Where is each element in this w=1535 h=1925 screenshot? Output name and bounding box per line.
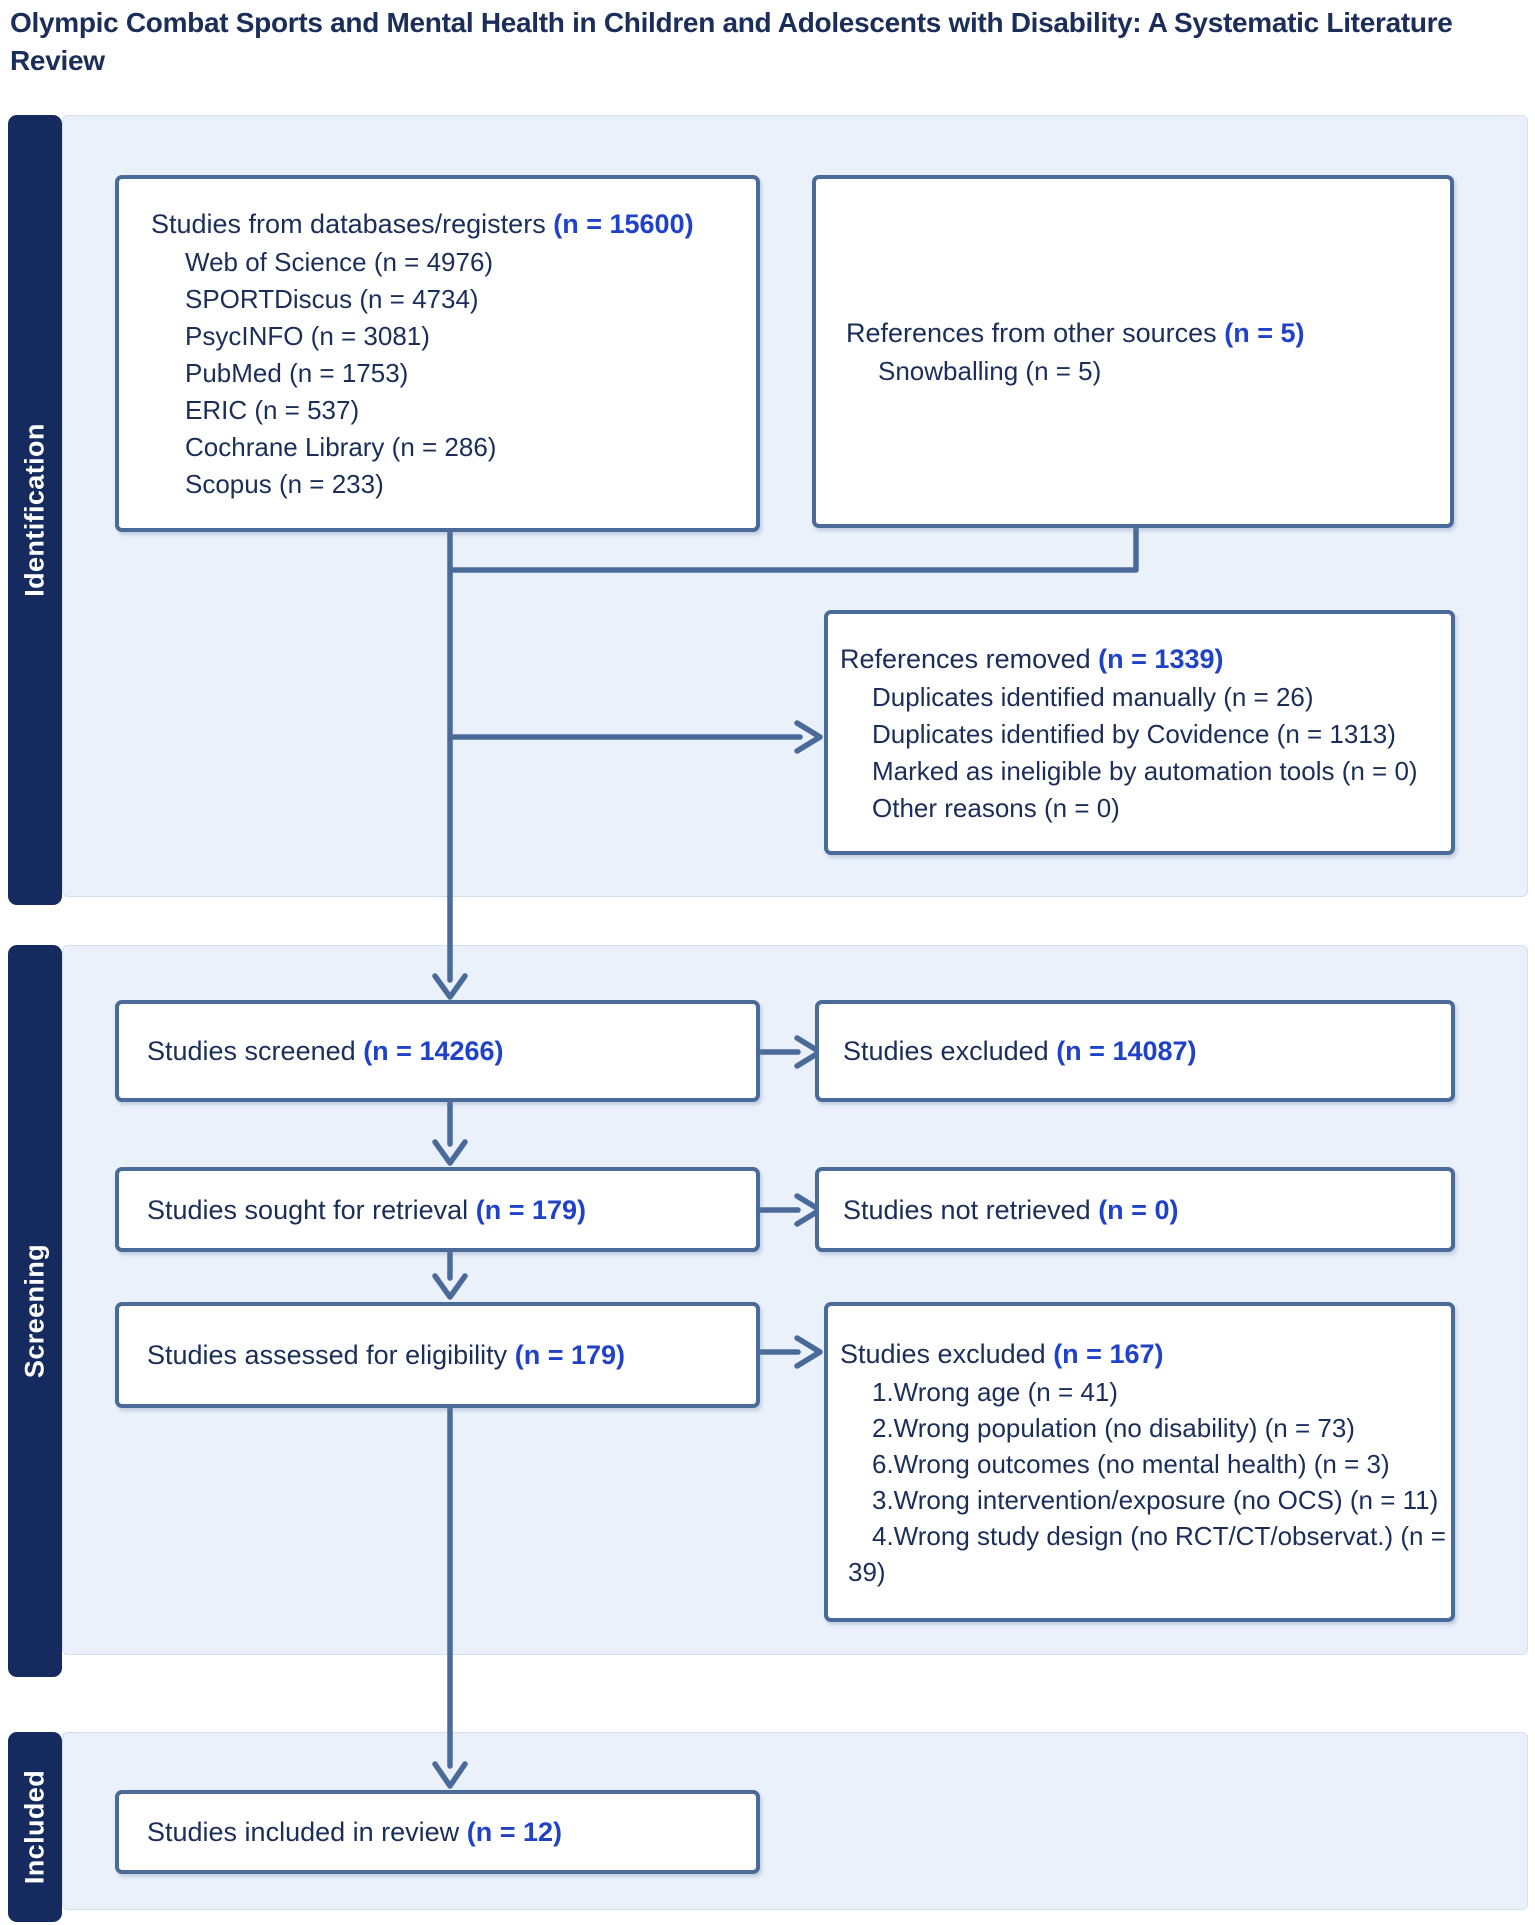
- count-badge: (n = 15600): [553, 209, 694, 239]
- count-badge: (n = 5): [1224, 318, 1305, 348]
- identification-bar: Identification: [8, 115, 62, 905]
- box-main-label: Studies included in review: [147, 1817, 460, 1847]
- box-main-label: Studies sought for retrieval: [147, 1194, 469, 1225]
- database-list: Web of Science (n = 4976) SPORTDiscus (n …: [151, 244, 756, 503]
- box-main-label: References removed: [840, 643, 1091, 674]
- box-main-line: Studies included in review(n = 12): [147, 1812, 756, 1852]
- removed-reasons-list: Duplicates identified manually (n = 26) D…: [840, 679, 1451, 827]
- box-main-line: Studies not retrieved(n = 0): [843, 1190, 1451, 1230]
- box-main-line: Studies from databases/registers(n = 156…: [151, 204, 756, 244]
- identification-label: Identification: [19, 423, 50, 597]
- box-main-line: References from other sources(n = 5): [846, 313, 1450, 353]
- list-item: Marked as ineligible by automation tools…: [872, 755, 1418, 786]
- list-item: Other reasons (n = 0): [872, 792, 1120, 823]
- included-label: Included: [19, 1769, 50, 1885]
- list-item: 1.Wrong age (n = 41): [872, 1377, 1118, 1407]
- box-main-label: Studies not retrieved: [843, 1194, 1091, 1225]
- box-studies-excluded-screening: Studies excluded(n = 14087): [815, 1000, 1455, 1102]
- list-item: 3.Wrong intervention/exposure (no OCS) (…: [872, 1485, 1439, 1515]
- box-main-label: Studies from databases/registers: [151, 209, 546, 239]
- box-main-line: Studies excluded(n = 167): [840, 1334, 1451, 1374]
- page-title: Olympic Combat Sports and Mental Health …: [10, 7, 1453, 76]
- list-item: Web of Science (n = 4976): [185, 247, 494, 277]
- box-main-label: Studies excluded: [843, 1036, 1049, 1066]
- count-badge: (n = 14087): [1056, 1036, 1197, 1066]
- list-item: 4.Wrong study design (no RCT/CT/observat…: [848, 1521, 1446, 1587]
- screening-bar: Screening: [8, 945, 62, 1677]
- count-badge: (n = 0): [1098, 1194, 1179, 1225]
- list-item: 2.Wrong population (no disability) (n = …: [872, 1413, 1355, 1443]
- list-item: Duplicates identified manually (n = 26): [872, 681, 1314, 712]
- list-item: Cochrane Library (n = 286): [185, 432, 497, 462]
- box-main-line: Studies excluded(n = 14087): [843, 1031, 1451, 1071]
- exclusion-reasons-list: 1.Wrong age (n = 41) 2.Wrong population (…: [840, 1374, 1451, 1590]
- box-studies-sought-retrieval: Studies sought for retrieval(n = 179): [115, 1167, 760, 1252]
- count-badge: (n = 167): [1053, 1339, 1164, 1369]
- box-studies-from-databases: Studies from databases/registers(n = 156…: [115, 175, 760, 532]
- box-main-line: Studies sought for retrieval(n = 179): [147, 1190, 756, 1230]
- list-item: Snowballing (n = 5): [878, 356, 1102, 386]
- box-main-label: References from other sources: [846, 318, 1217, 348]
- list-item: PsycINFO (n = 3081): [185, 321, 430, 351]
- count-badge: (n = 179): [514, 1340, 626, 1370]
- count-badge: (n = 179): [475, 1194, 587, 1225]
- box-main-line: Studies assessed for eligibility(n = 179…: [147, 1335, 756, 1375]
- box-studies-screened: Studies screened(n = 14266): [115, 1000, 760, 1102]
- box-references-other-sources: References from other sources(n = 5) Sno…: [812, 175, 1454, 528]
- list-item: Scopus (n = 233): [185, 469, 384, 499]
- box-main-line: Studies screened(n = 14266): [147, 1031, 756, 1071]
- box-main-label: Studies assessed for eligibility: [147, 1340, 508, 1370]
- list-item: 6.Wrong outcomes (no mental health) (n =…: [872, 1449, 1390, 1479]
- box-studies-not-retrieved: Studies not retrieved(n = 0): [815, 1167, 1455, 1252]
- box-studies-assessed-eligibility: Studies assessed for eligibility(n = 179…: [115, 1302, 760, 1408]
- box-main-label: Studies screened: [147, 1036, 356, 1066]
- list-item: ERIC (n = 537): [185, 395, 360, 425]
- other-sources-list: Snowballing (n = 5): [846, 353, 1450, 390]
- count-badge: (n = 1339): [1098, 643, 1224, 674]
- box-references-removed: References removed(n = 1339) Duplicates …: [824, 610, 1455, 855]
- box-studies-excluded-eligibility: Studies excluded(n = 167) 1.Wrong age (n…: [824, 1302, 1455, 1622]
- count-badge: (n = 14266): [363, 1036, 504, 1066]
- box-main-line: References removed(n = 1339): [840, 639, 1451, 679]
- list-item: Duplicates identified by Covidence (n = …: [872, 718, 1396, 749]
- list-item: PubMed (n = 1753): [185, 358, 409, 388]
- count-badge: (n = 12): [466, 1817, 563, 1847]
- included-bar: Included: [8, 1732, 62, 1922]
- box-studies-included-review: Studies included in review(n = 12): [115, 1790, 760, 1874]
- list-item: SPORTDiscus (n = 4734): [185, 284, 479, 314]
- box-main-label: Studies excluded: [840, 1339, 1046, 1369]
- screening-label: Screening: [19, 1243, 50, 1379]
